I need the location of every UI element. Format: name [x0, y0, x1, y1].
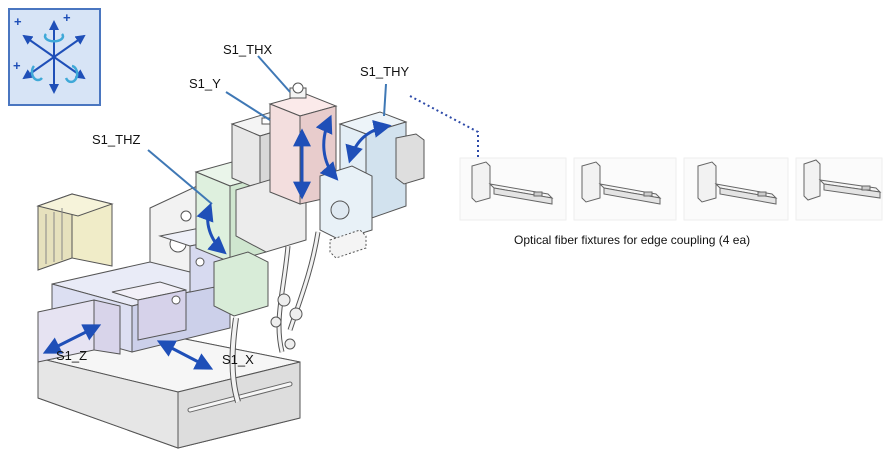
- fixtures-caption: Optical fiber fixtures for edge coupling…: [514, 233, 751, 247]
- fixture-connector-line: [409, 95, 479, 158]
- six-axis-coordinate-icon: + + +: [8, 8, 101, 106]
- thz-rotation-arrow: [196, 202, 227, 255]
- svg-text:+: +: [13, 58, 21, 73]
- label-s1-y: S1_Y: [189, 76, 221, 91]
- cables: [229, 231, 321, 403]
- fiber-fixture: [573, 157, 677, 221]
- label-s1-z: S1_Z: [56, 348, 88, 363]
- label-s1-x: S1_X: [222, 352, 254, 367]
- label-s1-thz: S1_THZ: [92, 132, 141, 147]
- label-s1-thx: S1_THX: [223, 42, 273, 57]
- svg-text:+: +: [63, 10, 71, 25]
- fiber-fixture: [459, 157, 567, 221]
- thx-rotation-arrow: [315, 114, 339, 181]
- svg-text:+: +: [14, 14, 22, 29]
- fiber-fixture: [683, 157, 789, 221]
- motion-arrows: [42, 114, 392, 370]
- label-s1-thy: S1_THY: [360, 64, 410, 79]
- leader-lines: [147, 55, 387, 205]
- z-axis-arrow: [42, 324, 102, 354]
- thy-rotation-arrow: [345, 120, 392, 164]
- fiber-fixture: [795, 157, 883, 221]
- back-motor: [36, 193, 114, 271]
- x-axis-arrow: [156, 340, 214, 370]
